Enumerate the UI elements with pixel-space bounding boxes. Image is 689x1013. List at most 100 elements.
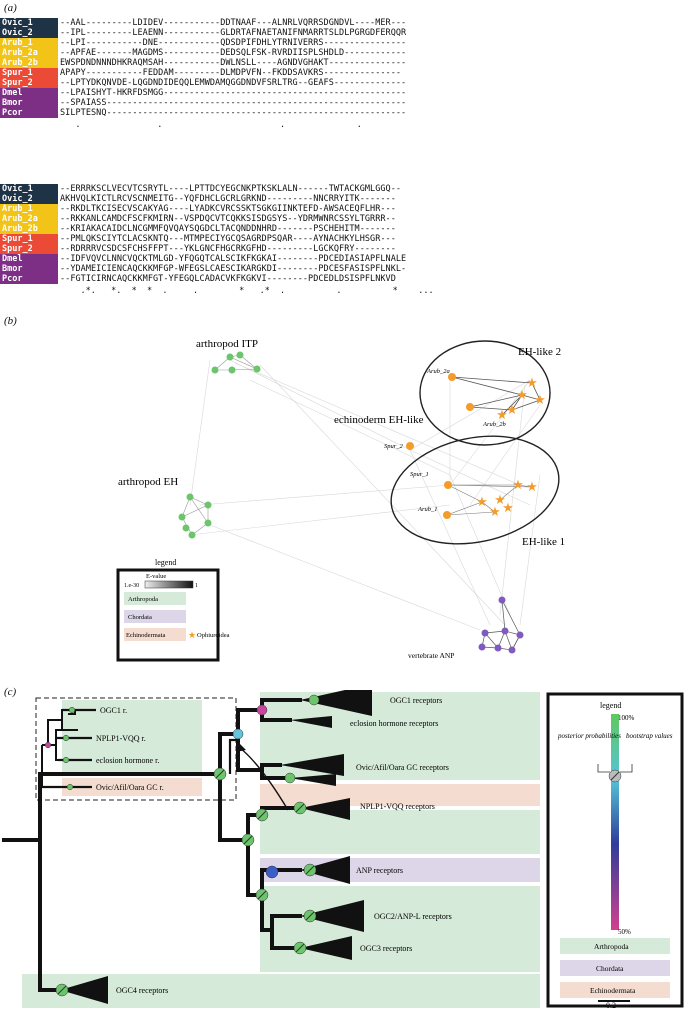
label-arthropod-itp: arthropod ITP: [196, 338, 258, 350]
panel-b-label: (b): [4, 315, 17, 327]
node-spur1: [444, 481, 452, 489]
clade-ogc1: OGC1 receptors: [390, 696, 442, 705]
sequence-text: --RKKANLCAMDCFSCFKMIRN--VSPDQCVTCQKKSISD…: [60, 214, 396, 224]
sequence-text: AKHVQLKICTLRCVSCNMEITG--YQFDHCLGCRLGRKND…: [60, 194, 396, 204]
svg-text:NPLP1-VQQ r.: NPLP1-VQQ r.: [96, 734, 146, 743]
sequence-text: --LPAISHYT-HKRFDSMGG--------------------…: [60, 88, 407, 98]
species-label: Arub_2b: [0, 224, 58, 234]
svg-text:legend: legend: [155, 558, 176, 567]
species-label: Ovic_1: [0, 18, 58, 28]
svg-text:★: ★: [188, 630, 196, 640]
species-label: Spur_2: [0, 78, 58, 88]
tree-legend: legend 100% 50% posterior probabilities …: [546, 692, 684, 1008]
label-eh-like-1: EH-like 1: [522, 536, 565, 548]
conservation-row-1: . . . .: [60, 120, 408, 130]
svg-text:★: ★: [516, 387, 528, 402]
species-label: Spur_1: [0, 68, 58, 78]
svg-text:★: ★: [534, 392, 546, 407]
sequence-text: --IDFVQVCLNNCVQCKTMLGD-YFQGQTCALSCIKFKGK…: [60, 254, 407, 264]
phylogenetic-tree: OGC1 r. NPLP1-VQQ r. eclosion hormone r.…: [2, 690, 684, 1008]
species-label: Arub_2b: [0, 58, 58, 68]
svg-text:★: ★: [476, 494, 488, 509]
svg-text:Arthropoda: Arthropoda: [594, 942, 629, 951]
sequence-text: --KRIAKACAIDCLNCGMMFQVQAYSQGDCLTACQNDDNH…: [60, 224, 396, 234]
similarity-network: ★ ★ ★ ★ ★ ★ ★ ★ ★ ★ ★ arthropod ITP arth…: [116, 338, 565, 662]
svg-text:★: ★: [506, 402, 518, 417]
conservation-row-2: .*. *. * * . . * .* . . * ...: [60, 286, 444, 296]
clade-ovic: Ovic/Afil/Oara GC receptors: [356, 763, 449, 772]
tree-scale-label: 0.2: [606, 1001, 616, 1010]
species-label: Pcor: [0, 108, 58, 118]
sequence-text: --PMLQKSCIYTCLACSKNTQ---MTMPECIYGCQSAGRD…: [60, 234, 396, 244]
clade-ogc3: OGC3 receptors: [360, 944, 412, 953]
sequence-text: --APFAE-------MAGDMS-----------DEDSQLFSK…: [60, 48, 407, 58]
species-label: Pcor: [0, 274, 58, 284]
svg-text:★: ★: [502, 500, 514, 515]
svg-text:★: ★: [512, 477, 524, 492]
sequence-text: --LPTYDKQNVDE-LQGDNDIDEQQLEMWDAMQGGDNDVF…: [60, 78, 407, 88]
sequence-text: --AAL---------LDIDEV-----------DDTNAAF--…: [60, 18, 407, 28]
sequence-text: --ERRRKSCLVECVTCSRYTL----LPTTDCYEGCNKPTK…: [60, 184, 402, 194]
svg-text:★: ★: [496, 407, 508, 422]
sequence-text: APAPY-----------FEDDAM---------DLMDPVFN-…: [60, 68, 402, 78]
svg-text:Ovic/Afil/Oara GC r.: Ovic/Afil/Oara GC r.: [96, 783, 164, 792]
svg-text:Arub_2a: Arub_2a: [426, 368, 450, 375]
svg-text:eclosion hormone r.: eclosion hormone r.: [96, 756, 159, 765]
sequence-text: --LPI-----------DNE------------QDSDPIFDH…: [60, 38, 407, 48]
sequence-text: SILPTESNQ-------------------------------…: [60, 108, 407, 118]
svg-text:Arub_1: Arub_1: [417, 506, 438, 513]
svg-text:★: ★: [494, 492, 506, 507]
svg-text:1: 1: [195, 583, 198, 589]
species-label: Ovic_1: [0, 184, 58, 194]
sequence-text: EWSPDNDNNNDHKRAQMSAH-----------DWLNSLL--…: [60, 58, 407, 68]
sequence-text: --YDAMEICIENCAQCKKMFGP-WFEGSLCAESCIKARGK…: [60, 264, 407, 274]
svg-text:E-value: E-value: [146, 573, 166, 580]
svg-text:1.e-30: 1.e-30: [124, 583, 139, 589]
node-arub2a: [448, 373, 456, 381]
node-arub2b: [466, 403, 474, 411]
label-eh-like-2: EH-like 2: [518, 346, 561, 358]
svg-text:Echinodermata: Echinodermata: [126, 632, 165, 639]
label-arthropod-eh: arthropod EH: [118, 476, 178, 488]
panel-c-label: (c): [4, 686, 17, 698]
label-echinoderm: echinoderm EH-like: [334, 414, 424, 426]
clade-anp: ANP receptors: [356, 866, 403, 875]
species-label: Arub_1: [0, 204, 58, 214]
sequence-text: --RKDLTKCISECVSCAKYAG----LYADKCVRCSSKTSG…: [60, 204, 396, 214]
svg-text:Spur_2: Spur_2: [384, 443, 404, 450]
svg-text:legend: legend: [600, 701, 621, 710]
svg-text:Arub_2b: Arub_2b: [482, 421, 507, 428]
svg-text:★: ★: [489, 504, 501, 519]
species-label: Arub_2a: [0, 214, 58, 224]
species-label: Bmor: [0, 98, 58, 108]
svg-text:Ophiuroidea: Ophiuroidea: [197, 632, 230, 639]
svg-text:Chordata: Chordata: [128, 614, 152, 621]
species-label: Arub_2a: [0, 48, 58, 58]
clade-ogc4: OGC4 receptors: [116, 986, 168, 995]
sequence-text: --SPAIASS-------------------------------…: [60, 98, 407, 108]
svg-text:Spur_1: Spur_1: [410, 471, 429, 478]
svg-text:100%: 100%: [618, 714, 635, 722]
svg-text:★: ★: [526, 479, 538, 494]
species-label: Spur_1: [0, 234, 58, 244]
svg-text:posterior probabilities: posterior probabilities: [557, 732, 621, 740]
panel-a-label: (a): [4, 2, 17, 14]
svg-text:50%: 50%: [618, 928, 631, 936]
species-label: Dmel: [0, 254, 58, 264]
species-label: Ovic_2: [0, 194, 58, 204]
clade-nplp: NPLP1-VQQ receptors: [360, 802, 435, 811]
clade-ogc2: OGC2/ANP-L receptors: [374, 912, 452, 921]
species-label: Ovic_2: [0, 28, 58, 38]
sequence-text: --RDRRRVCSDCSFCHSFFPT---YKLGNCFHGCRKGFHD…: [60, 244, 396, 254]
species-label: Dmel: [0, 88, 58, 98]
svg-text:bootstrap values: bootstrap values: [626, 732, 673, 740]
node-spur2: [406, 442, 414, 450]
svg-text:Chordata: Chordata: [596, 964, 624, 973]
network-legend: legend E-value 1.e-30 1 Arthropoda Chord…: [116, 558, 230, 662]
sequence-text: --FGTICIRNCAQCKKMFGT-YFEGQLCADACVKFKGKVI…: [60, 274, 396, 284]
svg-text:Arthropoda: Arthropoda: [128, 596, 158, 603]
svg-text:OGC1 r.: OGC1 r.: [100, 706, 127, 715]
svg-text:★: ★: [526, 375, 538, 390]
species-label: Bmor: [0, 264, 58, 274]
tree-scale-bar: [598, 1000, 630, 1002]
